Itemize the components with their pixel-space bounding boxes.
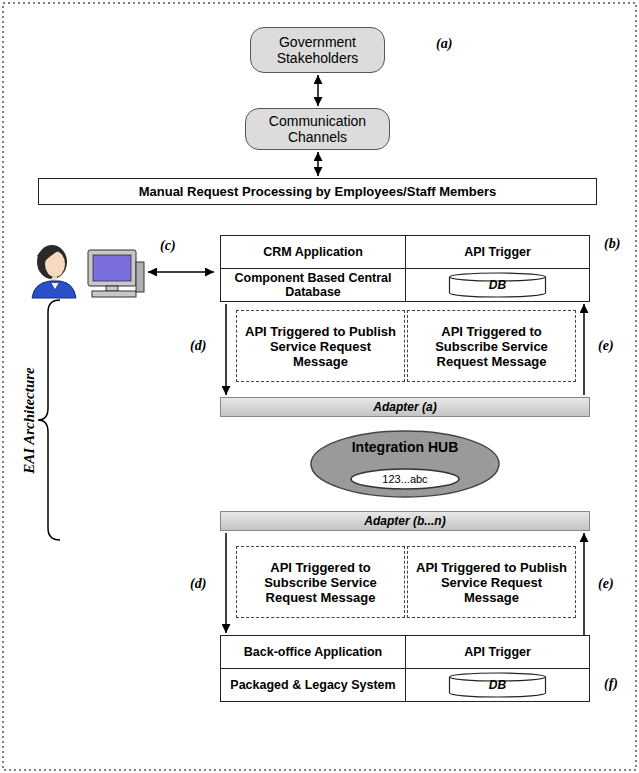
node-text: API Trigger (464, 245, 531, 259)
adapter-bar: Adapter (a) (220, 397, 590, 417)
application-cell: CRM Application (220, 235, 406, 269)
callout-letter: (f) (604, 676, 618, 692)
queue-ellipse: 123...abc (350, 468, 460, 490)
label-text: EAI Architecture (21, 367, 37, 474)
cylinder-shape (450, 273, 546, 297)
label-text: (c) (160, 238, 176, 253)
label-text: (e) (598, 338, 614, 353)
architecture-label: EAI Architecture (21, 367, 38, 474)
node-text: DB (489, 678, 506, 692)
node-text: Adapter (b...n) (364, 514, 445, 528)
node-text: API Triggered to Publish Service Request… (245, 324, 396, 369)
node-text: Manual Request Processing by Employees/S… (139, 184, 497, 199)
subscribe-box: API Triggered to Subscribe Service Reque… (407, 310, 576, 382)
adapter-bar: Adapter (b...n) (220, 511, 590, 531)
user-arrow (148, 271, 214, 273)
flow-arrow (317, 75, 319, 106)
trigger-cell: API Trigger (405, 235, 590, 269)
process-bar: Manual Request Processing by Employees/S… (38, 178, 597, 205)
node-text: Packaged & Legacy System (230, 678, 395, 692)
ellipse-shape (311, 431, 499, 497)
db-cylinder: DB (405, 668, 590, 702)
ellipse-shape (351, 469, 459, 489)
flow-arrow (317, 152, 319, 176)
node-text: Government Stakeholders (259, 34, 376, 66)
flow-arrow (225, 304, 227, 395)
flow-arrow (225, 533, 227, 633)
db-cylinder: DB (405, 268, 590, 302)
publish-box: API Triggered to Publish Service Request… (407, 546, 576, 618)
stakeholder-box: Government Stakeholders (250, 27, 385, 73)
node-text: Integration HUB (352, 440, 459, 455)
publish-box: API Triggered to Publish Service Request… (236, 310, 405, 382)
callout-letter: (c) (160, 238, 176, 254)
application-cell: Back-office Application (220, 635, 406, 669)
callout-letter: (a) (436, 36, 452, 52)
subscribe-box: API Triggered to Subscribe Service Reque… (236, 546, 405, 618)
node-text: API Triggered to Subscribe Service Reque… (245, 560, 396, 605)
cylinder-shape (450, 673, 546, 697)
label-text: (d) (190, 338, 206, 353)
label-text: (e) (598, 576, 614, 591)
trigger-cell: API Trigger (405, 635, 590, 669)
user-icon (32, 245, 76, 298)
node-text: API Triggered to Subscribe Service Reque… (416, 324, 567, 369)
node-text: Back-office Application (244, 645, 382, 659)
node-text: API Trigger (464, 645, 531, 659)
label-text: (b) (604, 236, 620, 251)
node-text: DB (489, 278, 506, 292)
callout-letter: (b) (604, 236, 620, 252)
page-border (3, 3, 636, 770)
system-cell: Packaged & Legacy System (220, 668, 406, 702)
callout-letter: (d) (190, 338, 206, 354)
label-text: (f) (604, 676, 618, 691)
node-text: Communication Channels (254, 113, 381, 145)
node-text: 123...abc (382, 473, 427, 486)
callout-letter: (d) (190, 576, 206, 592)
label-text: (a) (436, 36, 452, 51)
hub-ellipse: Integration HUB 123...abc (310, 430, 500, 498)
node-text: Component Based Central Database (227, 271, 399, 299)
computer-icon (88, 250, 144, 297)
brace (38, 300, 60, 540)
callout-letter: (e) (598, 576, 614, 592)
database-cell: Component Based Central Database (220, 268, 406, 302)
callout-letter: (e) (598, 338, 614, 354)
flow-arrow (583, 304, 585, 395)
channel-box: Communication Channels (245, 108, 390, 150)
node-text: API Triggered to Publish Service Request… (416, 560, 567, 605)
node-text: Adapter (a) (373, 400, 436, 414)
node-text: CRM Application (263, 245, 363, 259)
label-text: (d) (190, 576, 206, 591)
